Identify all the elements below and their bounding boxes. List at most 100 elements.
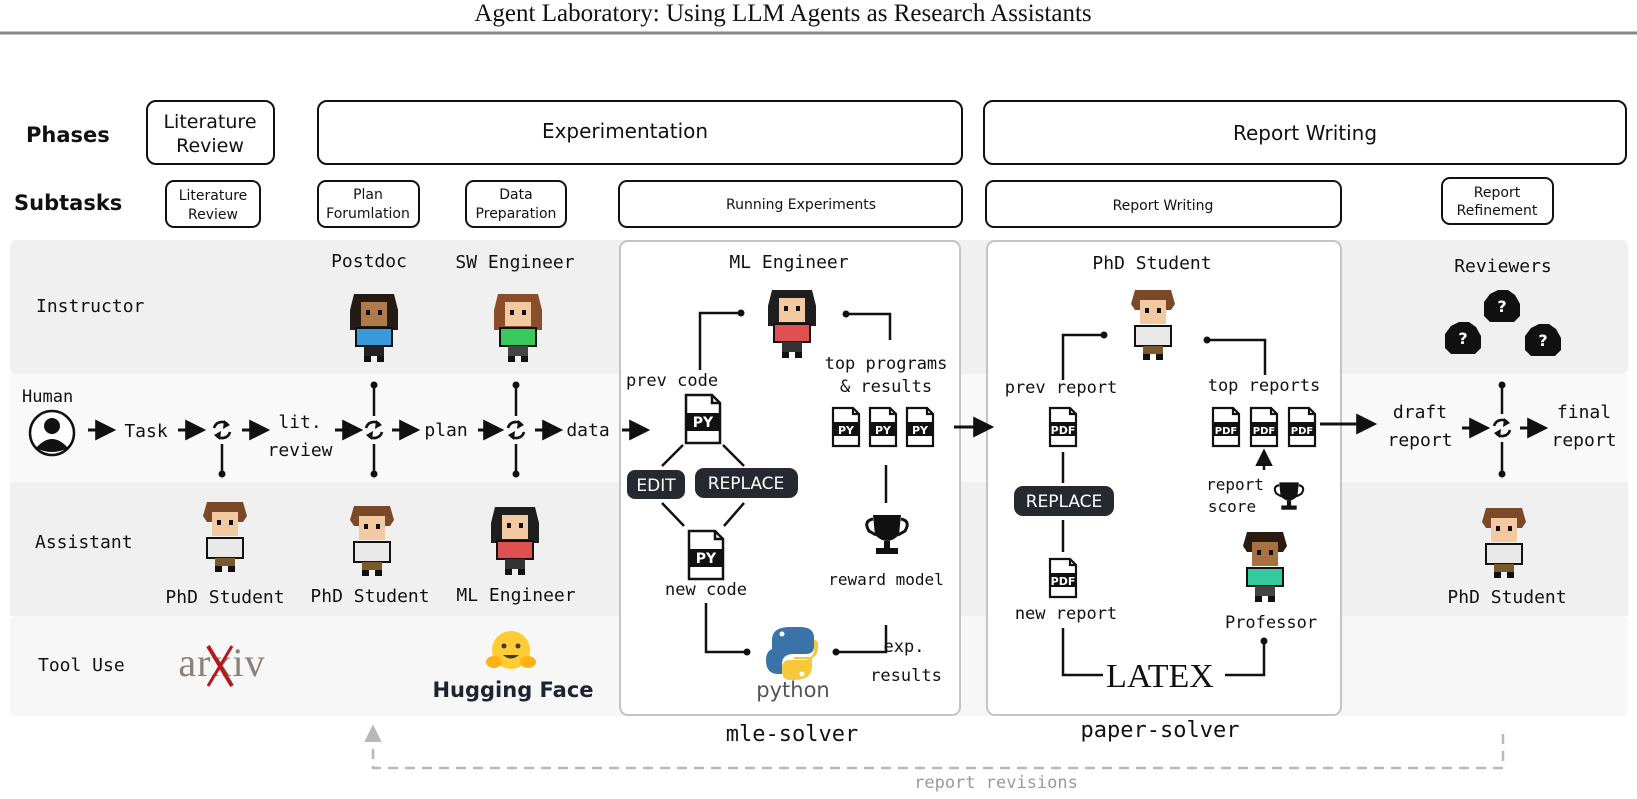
- mle-exp-results-line2: results: [870, 666, 942, 686]
- link-dot: [370, 470, 378, 478]
- new-code-py-file-icon: PY: [687, 529, 725, 581]
- instructor-postdoc-label: Postdoc: [331, 251, 407, 272]
- link-dot: [737, 309, 745, 317]
- hugging-face-icon: [486, 631, 536, 669]
- assistant-ml-engineer-avatar-icon: [491, 507, 539, 575]
- subtask-data-preparation: Data Preparation: [465, 180, 567, 228]
- phase-literature-review: Literature Review: [146, 100, 275, 165]
- link-dot: [512, 470, 520, 478]
- sw-engineer-avatar-icon: [494, 294, 542, 362]
- subtask-report-refinement-line1: Report: [1474, 185, 1521, 201]
- paper-link-latex-to-professor: [1225, 643, 1266, 677]
- flow-task: Task: [124, 421, 168, 442]
- link-dot: [1498, 470, 1506, 478]
- paper-new-report-label: new report: [1015, 604, 1117, 624]
- pdf-label: PDF: [1291, 426, 1313, 437]
- prev-report-pdf-file-icon: PDF: [1048, 406, 1078, 448]
- mle-exp-results-line1: exp.: [884, 637, 925, 657]
- postdoc-avatar-icon: [350, 294, 398, 362]
- subtask-report-writing: Report Writing: [985, 180, 1342, 228]
- latex-logo-icon: LATEX: [1106, 658, 1214, 695]
- new-report-pdf-file-icon: PDF: [1048, 557, 1078, 599]
- link-dot: [218, 470, 226, 478]
- paper-link-new-report-to-latex: [1061, 628, 1103, 677]
- assistant-phd-student-1-label: PhD Student: [165, 587, 284, 608]
- phase-experimentation: Experimentation: [317, 100, 963, 165]
- instructor-ml-engineer-label: ML Engineer: [729, 252, 848, 273]
- paper-top-reports-label: top reports: [1208, 376, 1321, 396]
- top-reports-pdf-file-icon: PDF: [1249, 406, 1279, 448]
- row-label-instructor: Instructor: [36, 296, 145, 317]
- pdf-label: PDF: [1215, 426, 1237, 437]
- report-revisions-loop: [364, 724, 1505, 770]
- subtask-plan-formulation-line1: Plan: [353, 187, 383, 203]
- pdf-label: PDF: [1051, 575, 1076, 588]
- instructor-reviewers-label: Reviewers: [1454, 256, 1552, 277]
- mle-top-programs-line1: top programs: [825, 354, 948, 374]
- hugging-face-label: Hugging Face: [432, 678, 593, 702]
- assistant-phd-student-3-avatar-icon: [1482, 508, 1526, 578]
- top-programs-py-file-icon: PY: [868, 406, 898, 448]
- subtask-running-experiments-label: Running Experiments: [726, 197, 876, 213]
- paper-link-prev-report: [1061, 333, 1104, 380]
- phase-report-writing: Report Writing: [983, 100, 1627, 165]
- mle-link-to-edit: [661, 444, 684, 467]
- human-person-icon: [28, 409, 76, 457]
- edit-badge: EDIT: [627, 470, 685, 499]
- replace-badge-label: REPLACE: [708, 474, 785, 494]
- subtask-literature-review-line2: Review: [188, 207, 238, 223]
- subtask-data-preparation-line2: Preparation: [476, 206, 557, 222]
- assistant-ml-engineer-label: ML Engineer: [456, 585, 575, 606]
- mle-link-python-to-results: [836, 625, 888, 654]
- subtask-running-experiments: Running Experiments: [618, 180, 963, 228]
- ml-engineer-avatar-icon: [768, 290, 816, 358]
- instructor-phd-student-label: PhD Student: [1092, 253, 1211, 274]
- paper-solver-name: paper-solver: [1081, 718, 1240, 743]
- pdf-label: PDF: [1253, 426, 1275, 437]
- paper-prev-report-label: prev report: [1005, 378, 1118, 398]
- assistant-phd-student-3-label: PhD Student: [1447, 587, 1566, 608]
- flow-draft-report-line1: draft: [1393, 402, 1447, 423]
- phase-report-writing-label: Report Writing: [1233, 121, 1377, 145]
- phase-literature-review-line1: Literature: [163, 111, 256, 133]
- py-label: PY: [693, 415, 714, 431]
- phd-student-instructor-avatar-icon: [1131, 290, 1175, 360]
- subtask-plan-formulation: Plan Forumlation: [317, 180, 420, 228]
- row-label-subtasks: Subtasks: [14, 191, 122, 215]
- flow-data: data: [566, 420, 609, 441]
- mle-link-top-programs: [846, 312, 892, 340]
- python-logo-icon: [766, 627, 818, 680]
- flow-plan: plan: [424, 420, 467, 441]
- py-label: PY: [838, 424, 855, 437]
- professor-avatar-icon: [1243, 532, 1287, 602]
- top-reports-pdf-file-icon: PDF: [1211, 406, 1241, 448]
- assistant-phd-student-2-label: PhD Student: [310, 586, 429, 607]
- edit-badge-label: EDIT: [636, 476, 676, 496]
- mle-link-new-code-to-python: [704, 603, 745, 654]
- top-programs-py-file-icon: PY: [905, 406, 935, 448]
- link-dot: [370, 381, 378, 389]
- link-dot: [743, 648, 751, 656]
- row-label-human: Human: [22, 387, 73, 407]
- mle-reward-model-label: reward model: [828, 570, 944, 589]
- phase-literature-review-line2: Review: [176, 135, 244, 157]
- mle-top-programs-line2: & results: [840, 377, 932, 397]
- mle-link-from-replace: [723, 502, 745, 527]
- assistant-phd-student-2-avatar-icon: [350, 506, 394, 576]
- assistant-phd-student-1-avatar-icon: [203, 502, 247, 572]
- instructor-sw-engineer-label: SW Engineer: [455, 252, 574, 273]
- mle-link-to-replace: [722, 444, 745, 467]
- mle-link-from-edit: [661, 502, 685, 527]
- flow-lit-review-line1: lit.: [278, 412, 321, 433]
- subtask-report-writing-label: Report Writing: [1113, 198, 1214, 214]
- mle-new-code-label: new code: [665, 580, 747, 600]
- replace-badge: REPLACE: [695, 468, 798, 498]
- link-dot: [832, 648, 840, 656]
- report-revisions-label: report revisions: [914, 773, 1078, 793]
- flow-final-report-line2: report: [1551, 430, 1616, 451]
- mle-link-prev-code: [698, 311, 741, 370]
- paper-report-score-line2: score: [1208, 497, 1256, 516]
- subtask-literature-review-line1: Literature: [179, 188, 248, 204]
- link-dot: [1100, 331, 1108, 339]
